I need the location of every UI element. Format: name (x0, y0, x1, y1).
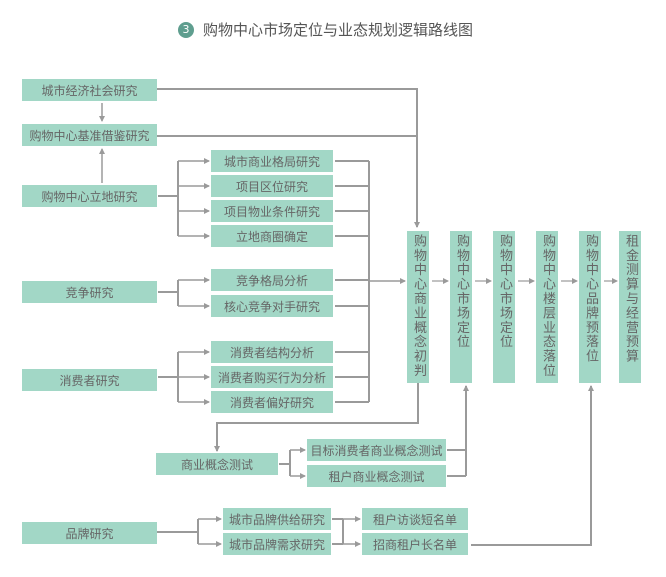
node-site-study: 项目区位研究 (211, 175, 333, 197)
stage-label: 购物中心楼层业态落位 (540, 234, 555, 378)
stage-label: 购物中心品牌预落位 (583, 234, 598, 364)
node-site-study: 项目物业条件研究 (211, 200, 333, 222)
stage-label: 租金测算与经营预算 (623, 234, 638, 364)
node-tenant-shortlist: 租户访谈短名单 (362, 508, 468, 530)
node-concept-test: 商业概念测试 (156, 453, 278, 475)
node-consumer-research: 消费者研究 (22, 369, 157, 391)
node-brand-research: 品牌研究 (22, 522, 157, 544)
stage-concept-judgment: 购物中心商业概念初判 (407, 231, 429, 383)
node-consumer-study: 消费者购买行为分析 (211, 366, 333, 388)
connector-city-econ-to-stage1 (157, 88, 420, 228)
node-consumer-study: 消费者结构分析 (211, 341, 333, 363)
node-concept-test-consumer: 目标消费者商业概念测试 (307, 439, 446, 461)
node-site-research: 购物中心立地研究 (22, 185, 157, 207)
node-consumer-study: 消费者偏好研究 (211, 391, 333, 413)
step-number-badge: 3 (178, 22, 194, 38)
diagram-title: 购物中心市场定位与业态规划逻辑路线图 (203, 21, 474, 39)
node-brand-supply-study: 城市品牌供给研究 (223, 508, 331, 530)
stage-rent-budget: 租金测算与经营预算 (619, 231, 641, 383)
node-competition-study: 核心竞争对手研究 (211, 295, 333, 317)
node-tenant-longlist: 招商租户长名单 (362, 533, 468, 555)
stage-label: 购物中心市场定位 (497, 234, 512, 350)
stage-market-positioning-2: 购物中心市场定位 (493, 231, 515, 383)
node-competition-research: 竞争研究 (22, 281, 157, 303)
node-city-econ-research: 城市经济社会研究 (22, 79, 157, 101)
connector-stage1-to-concept-test (214, 383, 419, 452)
stage-brand-preplacement: 购物中心品牌预落位 (579, 231, 601, 383)
node-concept-test-tenant: 租户商业概念测试 (307, 465, 446, 487)
stage-market-positioning-1: 购物中心市场定位 (450, 231, 472, 383)
stage-label: 购物中心商业概念初判 (411, 234, 426, 378)
node-site-study: 城市商业格局研究 (211, 150, 333, 172)
node-brand-demand-study: 城市品牌需求研究 (223, 533, 331, 555)
stage-label: 购物中心市场定位 (454, 234, 469, 350)
node-benchmark-research: 购物中心基准借鉴研究 (22, 124, 157, 146)
stage-floor-format-placement: 购物中心楼层业态落位 (536, 231, 558, 383)
node-competition-study: 竞争格局分析 (211, 269, 333, 291)
connector-tenant-to-stage5 (471, 385, 594, 546)
node-site-study: 立地商圈确定 (211, 225, 333, 247)
